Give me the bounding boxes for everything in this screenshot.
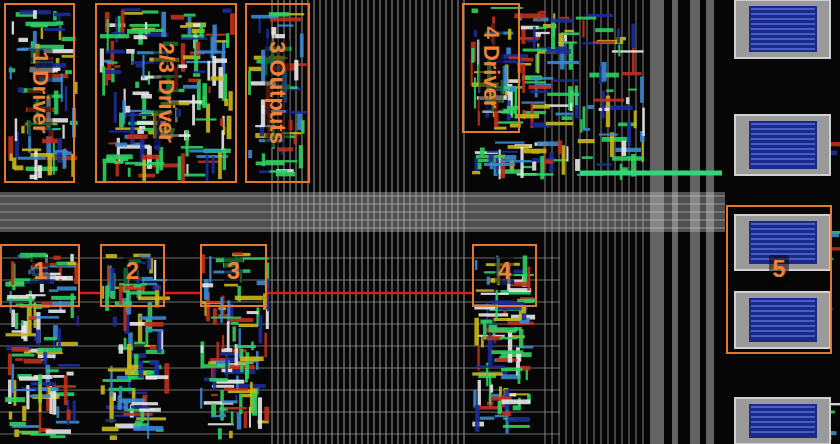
- section-label: 1 Driver: [27, 49, 52, 137]
- section-label: 2/3 Driver: [153, 40, 178, 146]
- annotation-box: 5: [726, 205, 832, 354]
- annotation-box: 3: [200, 244, 267, 307]
- callout-number: 4: [495, 257, 514, 284]
- red-trace: [267, 292, 472, 295]
- transistor-cells: [5, 7, 840, 440]
- red-trace: [165, 292, 200, 295]
- red-trace: [80, 292, 100, 295]
- capacitor-array: [580, 0, 830, 444]
- callout-number: 5: [769, 255, 788, 282]
- callout-number: 2: [123, 257, 142, 284]
- annotation-box: 4: [472, 244, 537, 307]
- annotation-box: 1: [0, 244, 80, 307]
- callout-number: 1: [30, 257, 49, 284]
- section-label: 4 Driver: [478, 24, 503, 112]
- annotation-box: 2: [100, 244, 165, 307]
- annotation-box: 4 Driver: [462, 3, 520, 133]
- metal-bus: [0, 0, 725, 444]
- annotation-box: 3 Outputs: [245, 3, 310, 183]
- annotation-box: 2/3 Driver: [95, 3, 237, 183]
- callout-number: 3: [224, 257, 243, 284]
- section-label: 3 Outputs: [265, 39, 290, 148]
- annotation-box: 1 Driver: [4, 3, 75, 183]
